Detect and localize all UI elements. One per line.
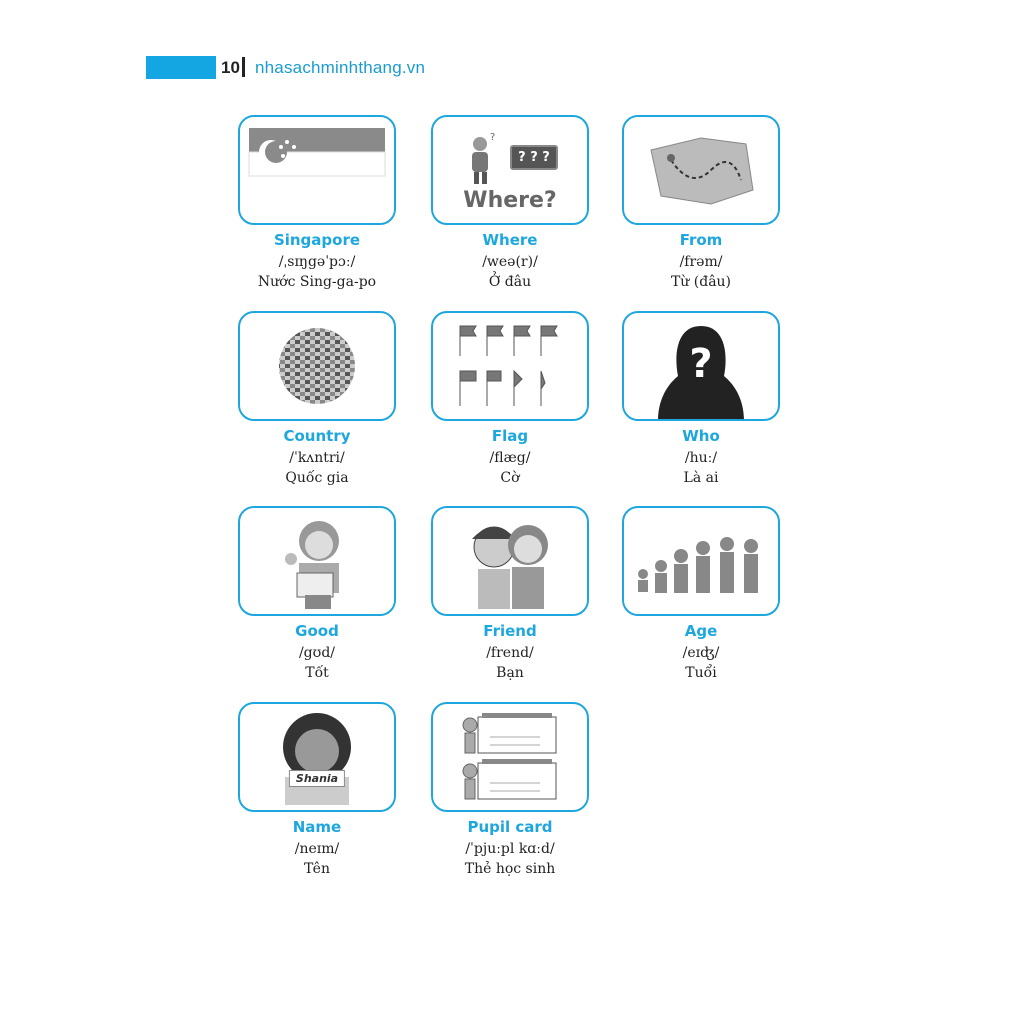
two-friends-icon: [472, 525, 548, 609]
word: Country: [283, 427, 351, 445]
meaning: Từ (đâu): [670, 274, 732, 290]
vocab-item-pupil-card: Pupil card /ˈpjuːpl kɑːd/ Thẻ học sinh: [431, 702, 589, 877]
image-card: [238, 506, 396, 616]
word: Who: [682, 427, 720, 445]
image-card: [238, 115, 396, 225]
image-card: [622, 506, 780, 616]
meaning: Tuổi: [685, 665, 717, 681]
vocab-item-who: ? Who /huː/ Là ai: [622, 311, 780, 486]
meaning: Cờ: [500, 470, 520, 486]
pronunciation: /ˌsɪŋgəˈpɔː/: [278, 254, 356, 270]
image-card: ?: [622, 311, 780, 421]
image-card: [431, 311, 589, 421]
meaning: Là ai: [683, 470, 719, 486]
meaning: Ở đâu: [488, 274, 532, 290]
image-card: [238, 311, 396, 421]
word: From: [679, 231, 723, 249]
header-divider: [242, 57, 245, 77]
pronunciation: /ˈkʌntri/: [289, 450, 345, 466]
flags-icon: [459, 325, 558, 406]
word: Pupil card: [467, 818, 553, 836]
silhouette-icon: [658, 326, 744, 419]
vocab-item-from: From /frəm/ Từ (đâu): [622, 115, 780, 290]
image-card: ? ? ? ? Where?: [431, 115, 589, 225]
vocab-item-country: Country /ˈkʌntri/ Quốc gia: [238, 311, 396, 486]
child-thumbs-up-icon: [285, 521, 339, 609]
word: Flag: [491, 427, 529, 445]
vocab-item-singapore: Singapore /ˌsɪŋgəˈpɔː/ Nước Sing-ga-po: [238, 115, 396, 290]
image-card: [431, 702, 589, 812]
meaning: Tên: [304, 861, 330, 877]
pronunciation: /flæg/: [489, 450, 531, 466]
question-mark: ?: [689, 341, 713, 387]
word: Singapore: [273, 231, 361, 249]
meaning: Thẻ học sinh: [464, 861, 556, 877]
vocab-item-age: Age /eɪʤ/ Tuổi: [622, 506, 780, 681]
meaning: Nước Sing-ga-po: [257, 274, 377, 290]
where-image-text: Where?: [463, 187, 557, 213]
vocab-item-good: Good /gʊd/ Tốt: [238, 506, 396, 681]
word: Age: [684, 622, 718, 640]
svg-text:?: ?: [490, 132, 495, 143]
image-card: Shania: [238, 702, 396, 812]
pronunciation: /gʊd/: [298, 645, 336, 661]
header-accent-bar: [146, 56, 216, 79]
globe-of-flags-icon: [279, 328, 355, 404]
ages-progression-icon: [638, 537, 758, 593]
pupil-cards-icon: [462, 713, 557, 800]
vocab-item-name: Shania Name /neɪm/ Tên: [238, 702, 396, 877]
word: Good: [295, 622, 339, 640]
map-icon: [650, 137, 754, 205]
meaning: Bạn: [496, 665, 524, 681]
page-number: 10: [221, 58, 240, 77]
word: Name: [292, 818, 342, 836]
pronunciation: /frend/: [486, 645, 534, 661]
girl-holding-name-card-icon: [283, 713, 351, 805]
meaning: Quốc gia: [285, 470, 349, 486]
singapore-flag-icon: [248, 128, 386, 177]
vocab-item-where: ? ? ? ? Where? Where /weə(r)/ Ở đâu: [431, 115, 589, 290]
pronunciation: /eɪʤ/: [682, 645, 720, 661]
vocab-item-flag: Flag /flæg/ Cờ: [431, 311, 589, 486]
website-label: nhasachminhthang.vn: [255, 58, 426, 77]
pronunciation: /weə(r)/: [482, 254, 538, 270]
image-card: [431, 506, 589, 616]
pronunciation: /huː/: [684, 450, 718, 466]
word: Friend: [483, 622, 537, 640]
pronunciation: /neɪm/: [294, 841, 340, 857]
pronunciation: /frəm/: [679, 254, 723, 270]
name-card-text: Shania: [288, 770, 346, 787]
meaning: Tốt: [305, 665, 329, 681]
vocab-item-friend: Friend /frend/ Bạn: [431, 506, 589, 681]
person-thinking-icon: ?: [472, 132, 495, 184]
pronunciation: /ˈpjuːpl kɑːd/: [465, 841, 555, 857]
signpost: ? ? ?: [510, 145, 558, 170]
word: Where: [482, 231, 538, 249]
image-card: [622, 115, 780, 225]
